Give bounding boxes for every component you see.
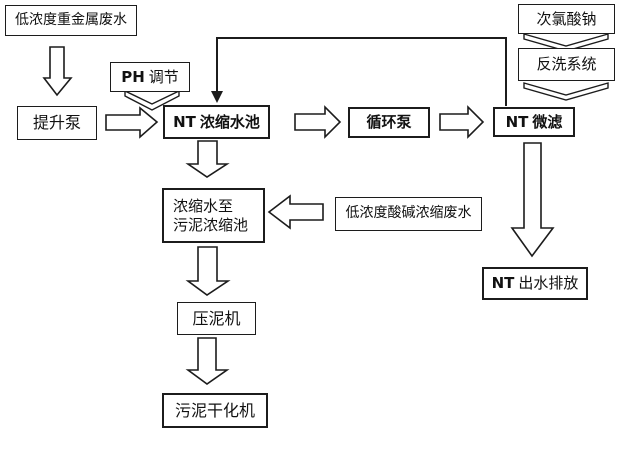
node-heavy-metal-wastewater: 低浓度重金属废水 [5,5,137,36]
node-label-prefix: NT [491,274,515,293]
arrow-down-concentrate-to-mud-press [185,246,231,296]
node-label: 反洗系统 [536,55,597,74]
node-concentrate-to-sludge-pool: 浓缩水至 污泥浓缩池 [162,188,265,243]
node-backwash-system: 反洗系统 [518,48,615,81]
arrow-right-nt-pool-to-circ-pump [294,105,342,139]
node-label: 压泥机 [192,308,241,328]
node-label-prefix: NT [173,112,196,131]
chevron-arrow-backwash-to-nt-mf [523,82,609,101]
node-label: 低浓度酸碱浓缩废水 [345,205,472,222]
node-label-prefix: NT [505,112,529,131]
recirculation-arrowhead [211,91,223,103]
node-sodium-hypochlorite: 次氯酸钠 [518,4,615,34]
node-label: 提升泵 [32,113,81,132]
node-nt-concentration-pool: NT 浓缩水池 [163,105,270,139]
node-ph-adjust: PH 调节 [110,62,190,92]
node-nt-microfiltration: NT 微滤 [493,107,575,137]
recirculation-line-nt-mf-to-nt-pool [216,37,507,106]
arrow-right-lift-pump-to-nt-pool [105,106,159,139]
arrow-down-mud-press-to-sludge-dryer [185,337,230,385]
node-label: 调节 [148,67,179,86]
node-label-line1: 浓缩水至 [173,196,234,215]
node-circulation-pump: 循环泵 [348,107,430,138]
node-nt-effluent-discharge: NT 出水排放 [482,267,588,300]
node-mud-press: 压泥机 [177,302,256,335]
node-sludge-dryer: 污泥干化机 [162,393,268,428]
arrow-right-circ-pump-to-nt-mf [439,105,485,139]
node-label: 微滤 [532,112,563,131]
arrow-down-heavy-metal-to-lift-pump [42,46,73,97]
node-label: 污泥干化机 [174,400,255,420]
node-label: 循环泵 [366,113,412,132]
node-label: 次氯酸钠 [536,9,597,28]
node-label-prefix: PH [121,67,145,86]
node-lift-pump: 提升泵 [17,106,97,140]
chevron-arrow-naclo-to-backwash [523,33,609,52]
node-label: 浓缩水池 [199,112,260,131]
arrow-left-acid-waste-to-concentrate [267,194,324,230]
node-label-line2: 污泥浓缩池 [173,215,249,234]
node-label: 低浓度重金属废水 [15,11,127,28]
arrow-down-nt-pool-to-concentrate [185,140,230,178]
arrow-down-nt-mf-to-discharge [510,142,555,258]
node-label: 出水排放 [518,274,579,293]
node-acid-alkali-wastewater: 低浓度酸碱浓缩废水 [335,197,482,231]
chevron-arrow-ph-to-nt-pool [124,89,180,111]
